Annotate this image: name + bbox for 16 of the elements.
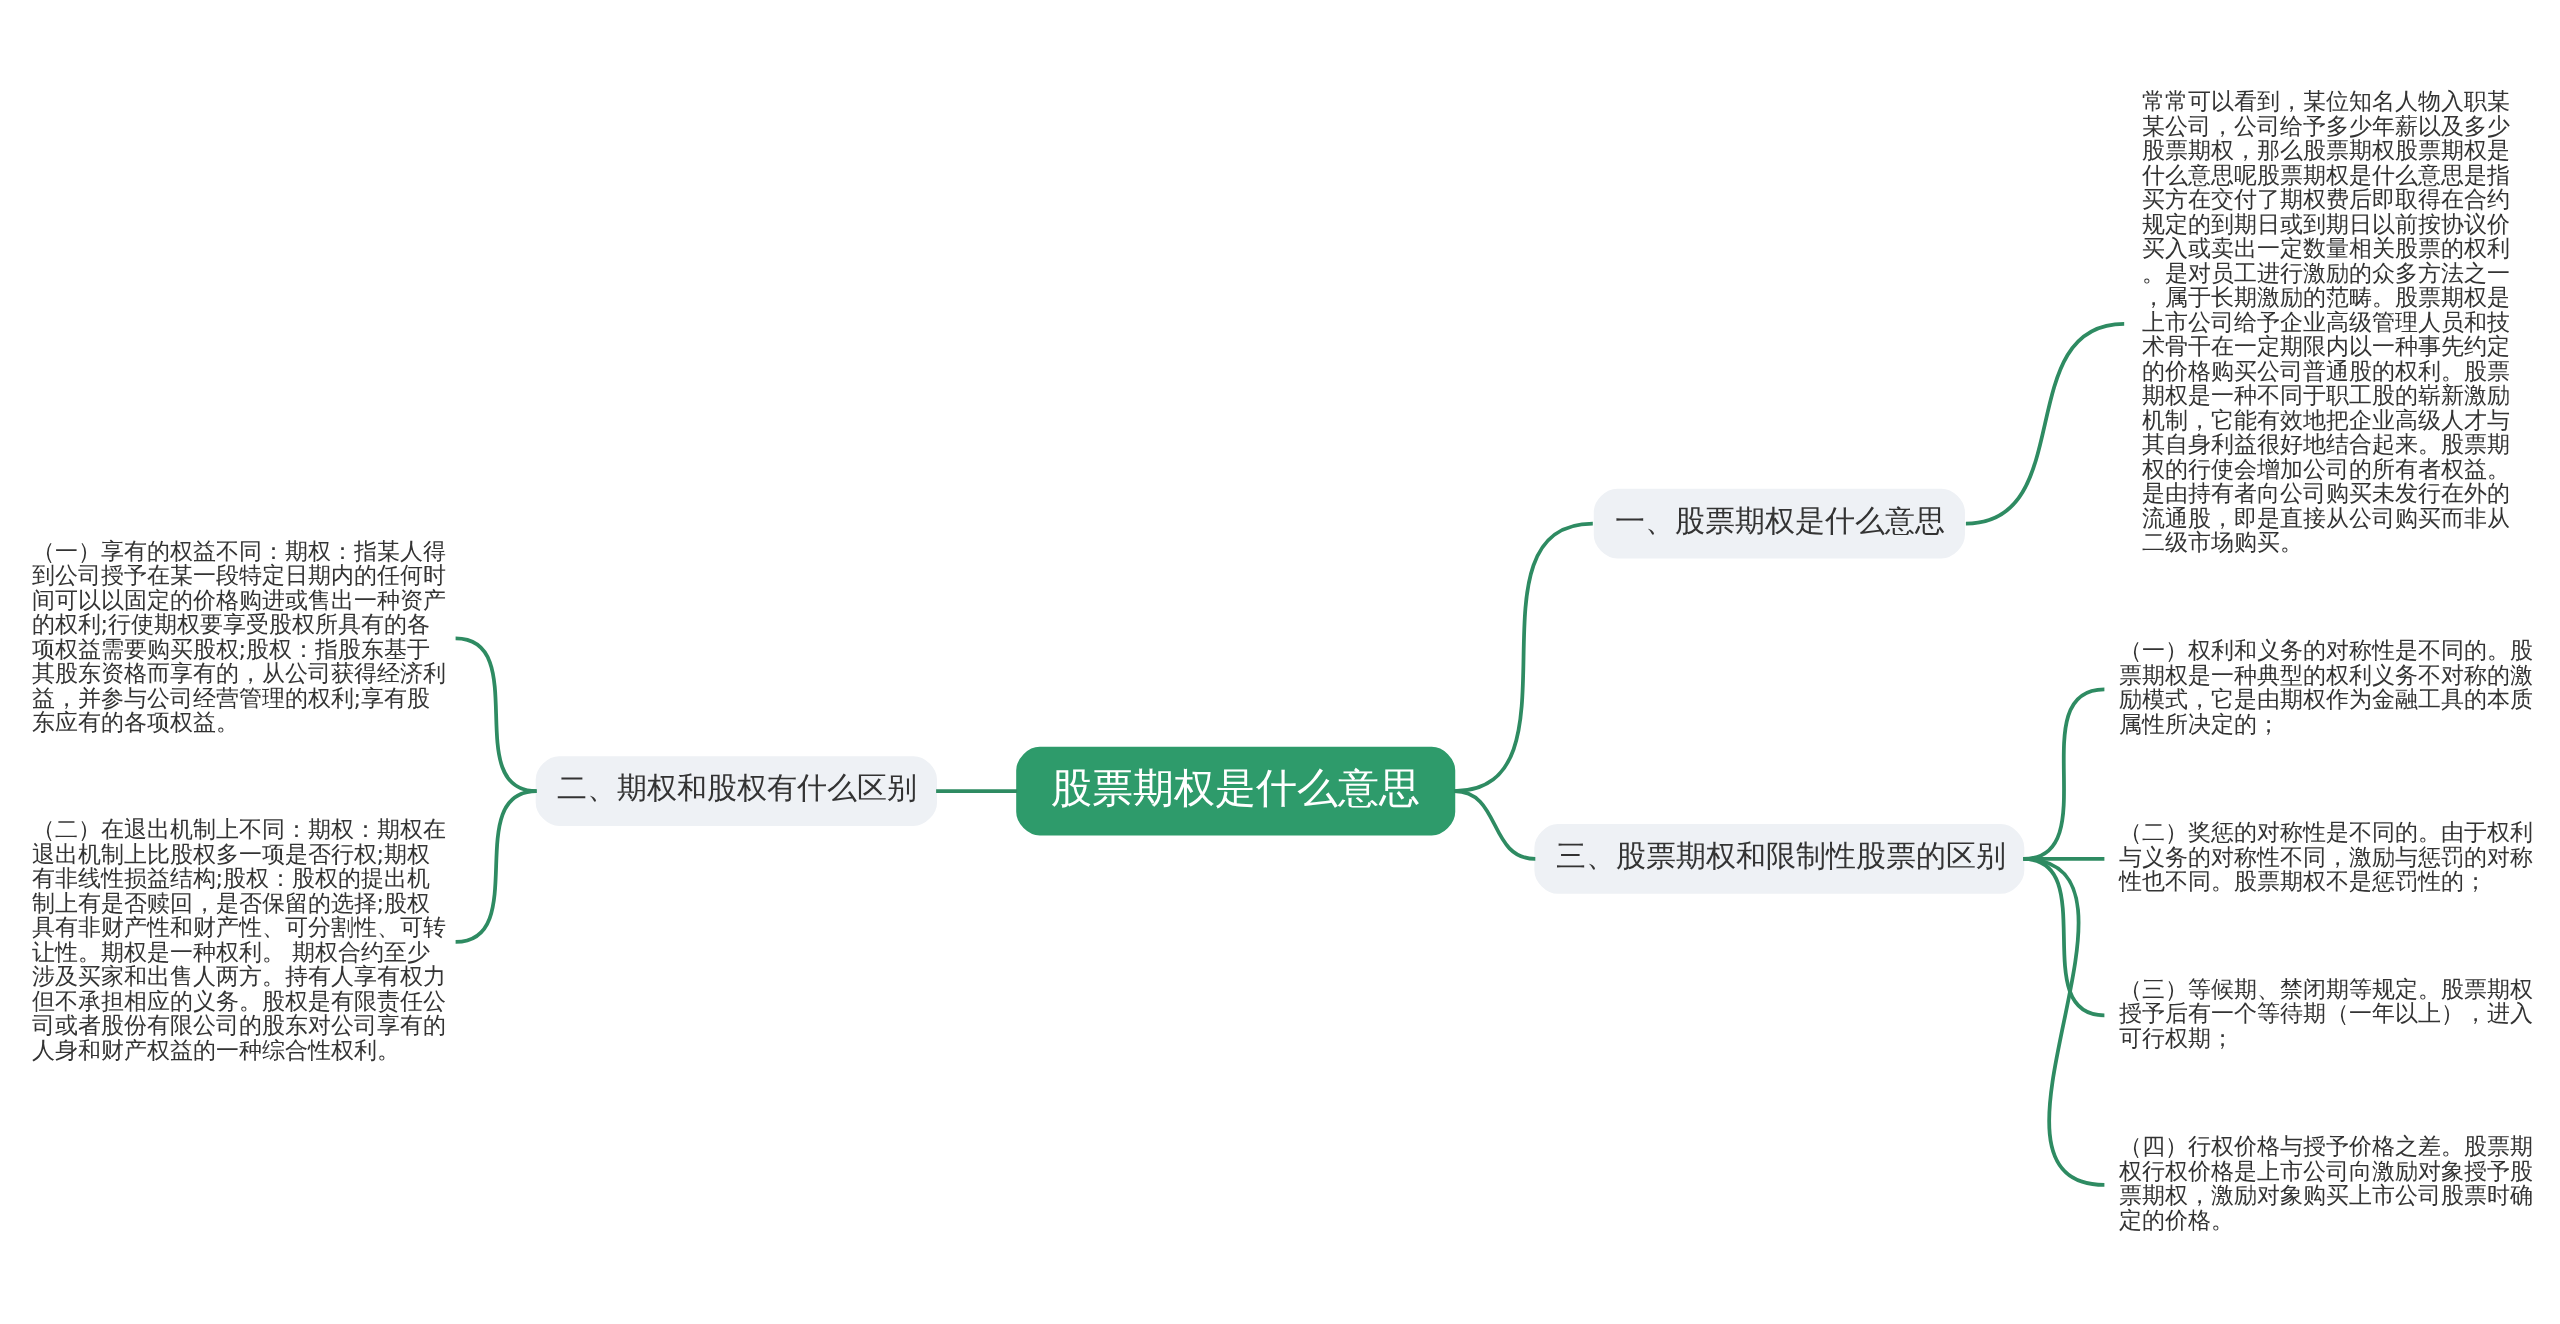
node-box: 股票期权是什么意思 (1016, 746, 1456, 835)
node-text: （三）等候期、禁闭期等规定。股票期权授予后有一个等待期（一年以上），进入可行权期； (2119, 975, 2534, 1051)
connector (1965, 321, 2125, 525)
connector (455, 788, 537, 944)
node-text: 常常可以看到，某位知名人物入职某某公司，公司给予多少年薪以及多少股票期权，那么股票期权股票期权是什么意思呢股票期权是什么意思是指买方在交付了期权费后即取得在合约规定的到期日或到期日以前按协议价买入或卖出一定数量相关股票的权利。是对员工进行激励的众多方法之一，属于长期激励的范畴。股票期权是上市公司给予企业高级管理人员和技术骨干在一定期限内以一种事先约定的价格购买公司普通股的权利。股票期权是一种不同于职工股的崭新激励机制，它能有效地把企业高级人才与其自身利益很好地结合起来。股票期权的行使会增加公司的所有者权益。是由持有者向公司购买未发行在外的流通股，即是直接从公司购买而非从二级市场购买。 (2142, 87, 2511, 555)
node-box: 一、股票期权是什么意思 (1593, 488, 1965, 558)
connector (2022, 856, 2105, 1187)
node-text: （四）行权价格与授予价格之差。股票期权行权价格是上市公司向激励对象授予股票期权，激励对象购买上市公司股票时确定的价格。 (2119, 1132, 2534, 1233)
node-box: 三、股票期权和限制性股票的区别 (1534, 823, 2025, 894)
node-text: （一）权利和义务的对称性是不同的。股票期权是一种典型的权利义务不对称的激励模式，它是由期权作为金融工具的本质属性所决定的； (2119, 636, 2534, 737)
connector (1454, 788, 1536, 861)
node-text: （一）享有的权益不同：期权：指某人得到公司授予在某一段特定日期内的任何时间可以以固定的价格购进或售出一种资产的权利;行使期权要享受股权所具有的各项权益需要购买股权;股权：指股东基于其股东资格而享有的，从公司获得经济利益，并参与公司经营管理的权利;享有股东应有的各项权益。 (31, 537, 446, 735)
node-text: （二）在退出机制上不同：期权：期权在退出机制上比股权多一项是否行权;期权有非线性损益结构;股权：股权的提出机制上有是否赎回，是否保留的选择;股权具有非财产性和财产性、可分割性、可转让性。期权是一种权利。 期权合约至少涉及买家和出售人两方。持有人享有权力但不承担相应的义务。股权是有限责任公司或者股份有限公司的股东对公司享有的人身和财产权益的一种综合性权利。 (31, 815, 446, 1063)
node-box: 二、期权和股权有什么区别 (535, 755, 938, 826)
node-text: （二）奖惩的对称性是不同的。由于权利与义务的对称性不同，激励与惩罚的对称性也不同。股票期权不是惩罚性的； (2119, 818, 2534, 894)
connector (936, 788, 1018, 793)
